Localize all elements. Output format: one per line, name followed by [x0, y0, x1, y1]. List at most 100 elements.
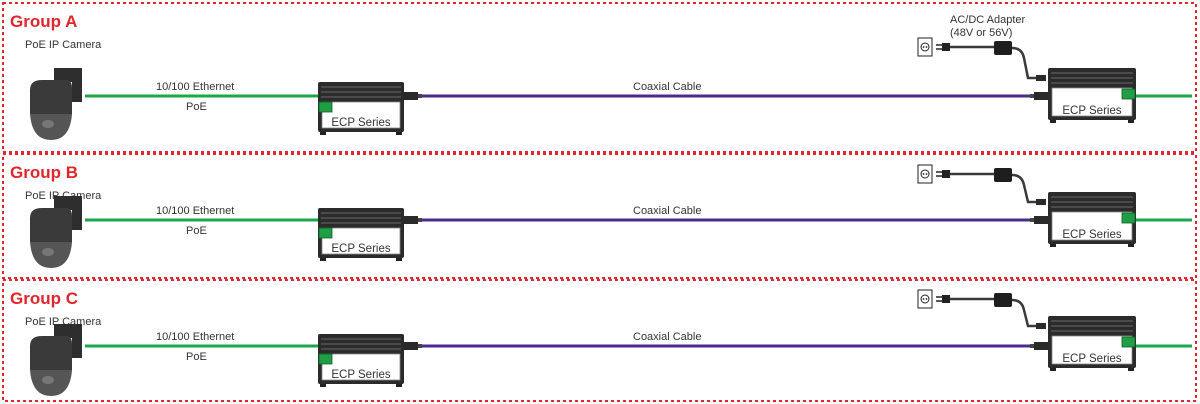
- device-label: ECP Series: [331, 117, 390, 129]
- ecp-device-local: ECP Series: [318, 82, 404, 135]
- device-label: ECP Series: [331, 369, 390, 381]
- bnc-connector-icon: [404, 216, 422, 224]
- outlet-socket: [920, 169, 930, 179]
- bnc-tip: [418, 344, 422, 348]
- camera-mount: [54, 196, 82, 230]
- dome-camera-icon: [30, 68, 82, 140]
- outlet-socket: [920, 42, 930, 52]
- coax-label: Coaxial Cable: [633, 205, 701, 217]
- plug-head: [942, 170, 950, 178]
- poe-label: PoE: [186, 101, 207, 113]
- device-label-plate: [321, 227, 401, 255]
- device-label-plate: [1051, 335, 1133, 365]
- plug-head: [942, 43, 950, 51]
- device-foot: [1128, 368, 1134, 371]
- device-label: ECP Series: [1062, 105, 1121, 117]
- adapter-label-line2: (48V or 56V): [950, 27, 1012, 39]
- ecp-device-remote: ECP Series: [1048, 192, 1136, 247]
- bnc-body: [404, 216, 418, 224]
- adapter-cable: [1011, 173, 1044, 204]
- wall-outlet-icon: [917, 164, 933, 184]
- bnc-body: [404, 92, 418, 100]
- device-foot: [1128, 120, 1134, 123]
- ecp-device-remote: ECP Series: [1048, 68, 1136, 123]
- outlet-hole: [925, 46, 928, 48]
- camera-body: [30, 208, 72, 242]
- device-foot: [396, 384, 402, 387]
- outlet-hole: [922, 298, 925, 300]
- camera-mount: [54, 324, 82, 358]
- power-plug-icon: [936, 293, 1046, 329]
- outlet-hole: [922, 173, 925, 175]
- adapter-cable: [1011, 46, 1044, 80]
- outlet-hole: [925, 298, 928, 300]
- outlet-plate: [917, 289, 933, 309]
- camera-lens: [42, 248, 54, 256]
- device-label: ECP Series: [1062, 229, 1121, 241]
- adapter-brick: [994, 41, 1012, 55]
- bnc-connector-icon: [404, 92, 422, 100]
- group-title: Group B: [10, 163, 78, 182]
- camera-label: PoE IP Camera: [25, 39, 102, 51]
- bnc-tip: [1030, 94, 1034, 98]
- dc-connector: [1036, 323, 1046, 329]
- dc-connector: [1036, 199, 1046, 205]
- ethernet-label: 10/100 Ethernet: [156, 331, 234, 343]
- ecp-device-local: ECP Series: [318, 208, 404, 261]
- outlet-plate: [917, 164, 933, 184]
- adapter-label-line1: AC/DC Adapter: [950, 14, 1026, 26]
- device-foot: [1128, 244, 1134, 247]
- bnc-body: [1034, 92, 1048, 100]
- device-label-plate: [321, 353, 401, 381]
- bnc-body: [404, 342, 418, 350]
- device-foot: [1050, 368, 1056, 371]
- ethernet-port: [1121, 88, 1136, 100]
- ethernet-label: 10/100 Ethernet: [156, 81, 234, 93]
- device-label: ECP Series: [1062, 353, 1121, 365]
- device-foot: [396, 258, 402, 261]
- bnc-connector-icon: [404, 342, 422, 350]
- device-foot: [1050, 120, 1056, 123]
- plug-head: [942, 295, 950, 303]
- coax-label: Coaxial Cable: [633, 331, 701, 343]
- group-title: Group C: [10, 289, 78, 308]
- group-border: [2, 279, 1197, 402]
- device-label-plate: [1051, 87, 1133, 117]
- ecp-device-local: ECP Series: [318, 334, 404, 387]
- ethernet-port: [1121, 212, 1136, 224]
- device-label-plate: [1051, 211, 1133, 241]
- ethernet-port: [318, 101, 333, 113]
- device-foot: [320, 132, 326, 135]
- adapter-brick: [994, 293, 1012, 307]
- outlet-plate: [917, 37, 933, 57]
- bnc-connector-icon: [1030, 216, 1048, 224]
- bnc-tip: [1030, 344, 1034, 348]
- power-plug-icon: [936, 41, 1046, 81]
- wall-outlet-icon: [917, 289, 933, 309]
- camera-lens: [42, 376, 54, 384]
- poe-label: PoE: [186, 351, 207, 363]
- outlet-hole: [925, 173, 928, 175]
- bnc-tip: [418, 218, 422, 222]
- ethernet-port: [318, 227, 333, 239]
- camera-body: [30, 80, 72, 114]
- camera-mount: [54, 68, 82, 102]
- bnc-connector-icon: [1030, 342, 1048, 350]
- coax-label: Coaxial Cable: [633, 81, 701, 93]
- device-label: ECP Series: [331, 243, 390, 255]
- camera-label: PoE IP Camera: [25, 316, 102, 328]
- bnc-body: [1034, 342, 1048, 350]
- dome-camera-icon: [30, 196, 82, 268]
- outlet-socket: [920, 294, 930, 304]
- device-foot: [396, 132, 402, 135]
- adapter-brick: [994, 168, 1012, 182]
- ecp-device-remote: ECP Series: [1048, 316, 1136, 371]
- bnc-body: [1034, 216, 1048, 224]
- adapter-label: AC/DC Adapter(48V or 56V): [950, 14, 1026, 39]
- device-foot: [320, 258, 326, 261]
- wall-outlet-icon: [917, 37, 933, 57]
- bnc-connector-icon: [1030, 92, 1048, 100]
